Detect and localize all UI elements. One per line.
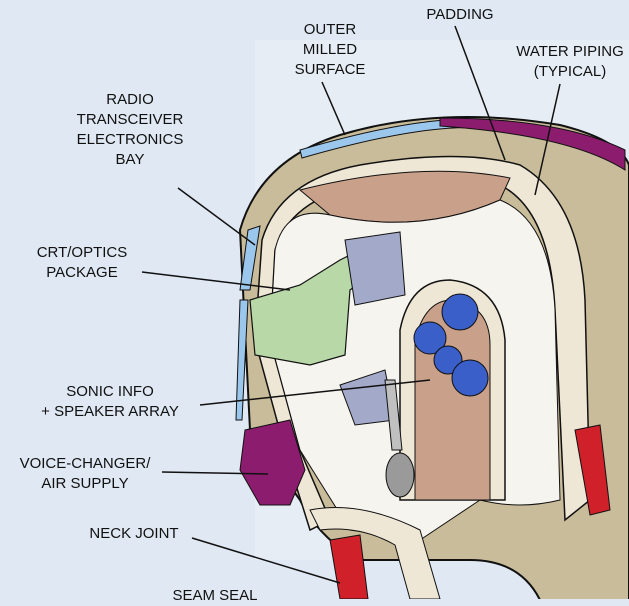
leader-lines — [141, 25, 561, 584]
outer-milled-surface-side — [235, 225, 261, 421]
label-sonic-info: SONIC INFO + SPEAKER ARRAY — [20, 382, 200, 422]
label-line: NECK JOINT — [89, 525, 179, 542]
label-radio-transceiver: RADIO TRANSCEIVER ELECTRONICS BAY — [60, 90, 200, 170]
label-seam-seal: SEAM SEAL — [160, 586, 270, 606]
label-water-piping: WATER PIPING (TYPICAL) — [505, 42, 629, 82]
water-piping — [439, 117, 626, 171]
label-line: SURFACE — [294, 61, 366, 78]
label-line: VOICE-CHANGER/ — [19, 455, 151, 472]
microphone — [385, 452, 415, 498]
neck-joint-right — [574, 424, 611, 516]
label-line: TRANSCEIVER — [76, 111, 184, 128]
label-line: (TYPICAL) — [533, 63, 607, 80]
label-outer-milled-surface: OUTER MILLED SURFACE — [280, 20, 380, 80]
label-line: SEAM SEAL — [172, 587, 258, 604]
label-neck-joint: NECK JOINT — [78, 524, 190, 544]
label-line: PACKAGE — [46, 264, 118, 281]
label-crt-optics: CRT/OPTICS PACKAGE — [22, 243, 142, 283]
label-line: MILLED — [302, 41, 358, 58]
neck-collar — [309, 507, 441, 599]
label-line: OUTER — [303, 21, 357, 38]
label-line: WATER PIPING — [516, 43, 624, 60]
label-line: ELECTRONICS — [76, 131, 184, 148]
label-voice-changer: VOICE-CHANGER/ AIR SUPPLY — [5, 454, 165, 494]
label-line: CRT/OPTICS — [36, 244, 128, 261]
microphone-stalk — [384, 379, 403, 451]
label-line: SONIC INFO — [66, 383, 154, 400]
label-line: PADDING — [426, 6, 494, 23]
label-line: + SPEAKER ARRAY — [41, 403, 179, 420]
speaker-array — [413, 293, 489, 397]
label-padding: PADDING — [410, 5, 510, 25]
voice-changer — [239, 419, 306, 506]
label-line: BAY — [115, 151, 145, 168]
label-line: AIR SUPPLY — [41, 475, 129, 492]
label-line: RADIO — [106, 91, 154, 108]
